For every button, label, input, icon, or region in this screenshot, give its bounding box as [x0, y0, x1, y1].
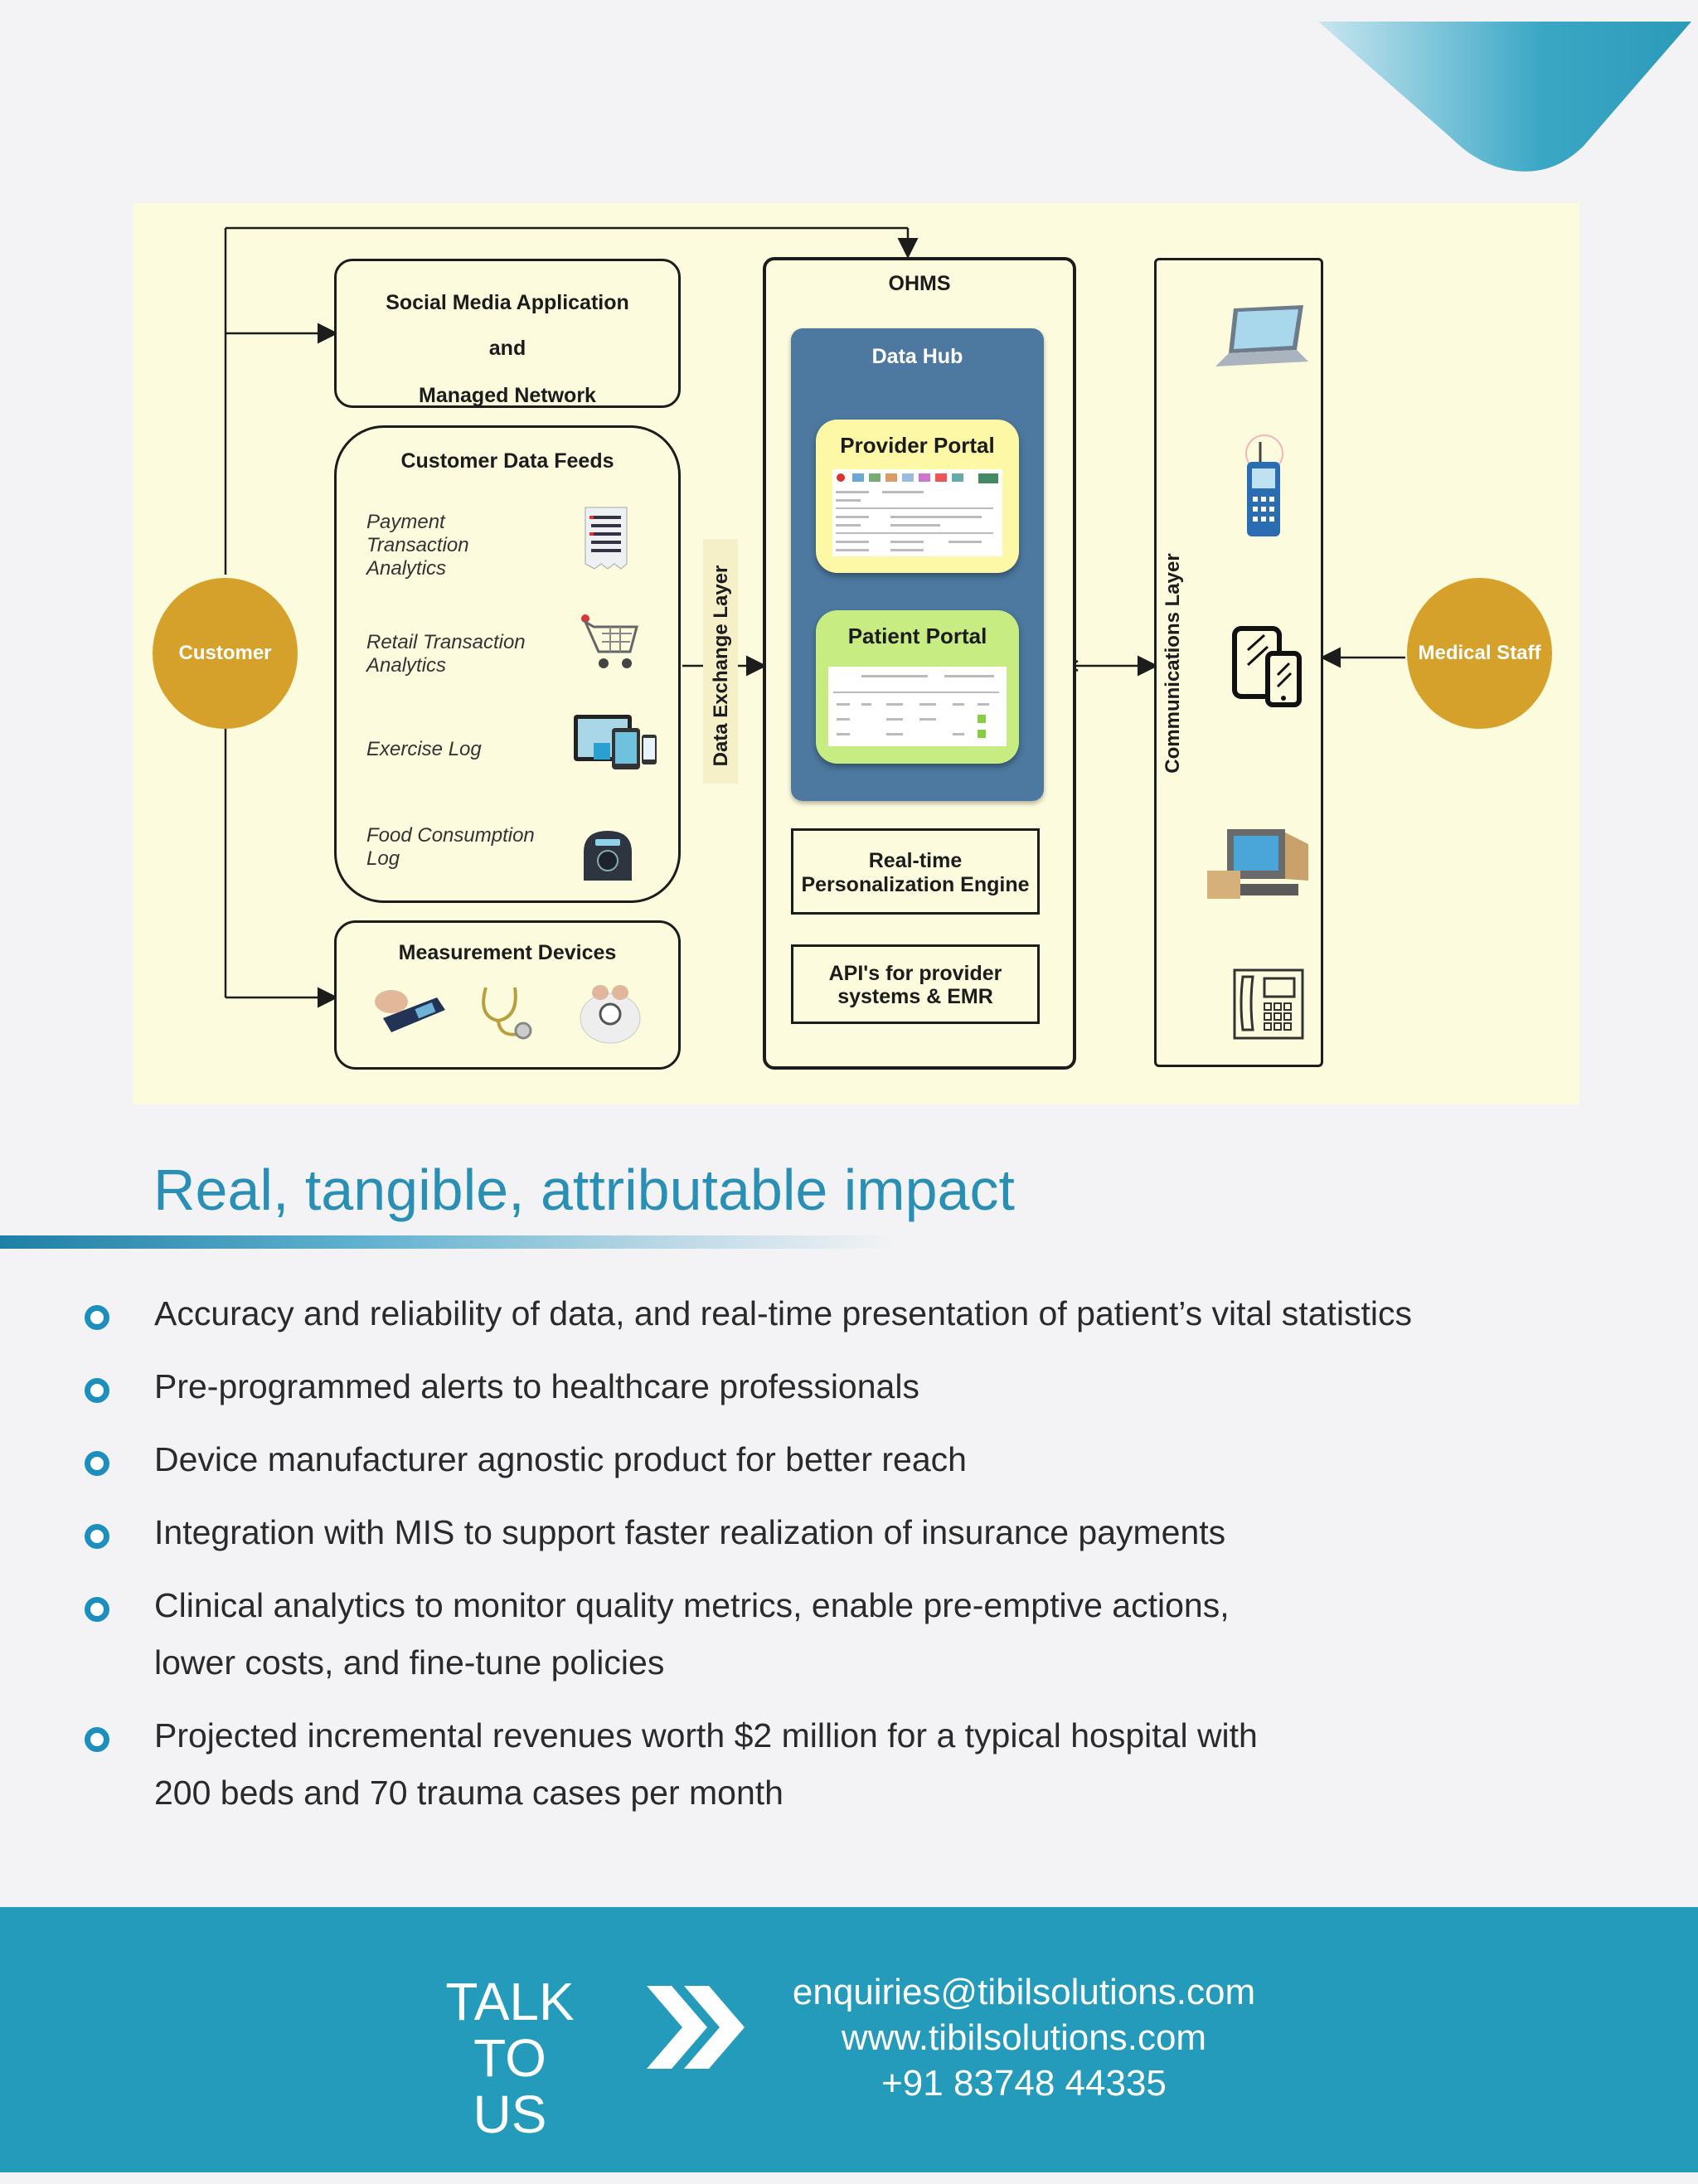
- communications-layer-box: Communications Layer: [1154, 258, 1323, 1067]
- list-item-text: Device manufacturer agnostic product for…: [154, 1440, 967, 1478]
- list-item-text: Clinical analytics to monitor quality me…: [154, 1586, 1230, 1624]
- patient-portal: Patient Portal: [816, 610, 1019, 764]
- website-link[interactable]: www.tibilsolutions.com: [841, 2017, 1207, 2058]
- feed-exercise-label: Exercise Log: [366, 738, 482, 760]
- bullet-icon: [85, 1597, 109, 1622]
- architecture-diagram: Customer Medical Staff Social Media Appl…: [133, 203, 1579, 1104]
- phone-number[interactable]: +91 83748 44335: [881, 2063, 1167, 2104]
- telephone-icon: [1233, 968, 1304, 1040]
- social-media-line-3: Managed Network: [419, 384, 596, 407]
- bullet-icon: [85, 1305, 109, 1330]
- page-heading: Real, tangible, attributable impact: [153, 1158, 1015, 1222]
- glucose-meter-icon: [375, 990, 445, 1032]
- tablet-phone-icon: [1232, 626, 1302, 707]
- footer-bar: [0, 1907, 1698, 2172]
- provider-portal-title: Provider Portal: [840, 433, 995, 458]
- bullet-icon: [85, 1378, 109, 1403]
- customer-data-feeds-title: Customer Data Feeds: [400, 449, 614, 473]
- shopping-cart-icon: [581, 614, 638, 668]
- list-item: Clinical analytics to monitor quality me…: [81, 1577, 1623, 1691]
- list-item: Pre-programmed alerts to healthcare prof…: [81, 1358, 1623, 1415]
- double-chevron-icon: [647, 1986, 745, 2069]
- talk-to-us-line-1: TALK TO: [445, 1972, 575, 2088]
- email-link[interactable]: enquiries@tibilsolutions.com: [792, 1972, 1256, 2012]
- scale-icon: [584, 831, 632, 881]
- stethoscope-icon: [482, 987, 532, 1040]
- personalization-engine-line-1: Real-time: [868, 849, 963, 872]
- apis-line-1: API's for provider: [828, 962, 1002, 985]
- talk-to-us-label: TALK TO US: [406, 1973, 614, 2143]
- corner-decoration: [1318, 22, 1691, 172]
- medical-staff-node: Medical Staff: [1407, 578, 1552, 729]
- feed-retail-label: Retail Transaction Analytics: [366, 631, 526, 677]
- list-item: Projected incremental revenues worth $2 …: [81, 1707, 1623, 1822]
- bill-icon: [585, 507, 628, 570]
- customer-node: Customer: [153, 578, 298, 729]
- bullet-icon: [85, 1524, 109, 1549]
- list-item-text: Accuracy and reliability of data, and re…: [154, 1294, 1412, 1332]
- list-item-text: Pre-programmed alerts to healthcare prof…: [154, 1367, 919, 1405]
- ohms-box: OHMS Data Hub Provider Portal Patient Po…: [763, 257, 1076, 1070]
- personalization-engine-box: Real-time Personalization Engine: [791, 828, 1040, 915]
- customer-data-feeds-box: Customer Data Feeds Payment Transaction …: [334, 425, 681, 903]
- customer-label: Customer: [178, 642, 272, 664]
- data-hub: Data Hub Provider Portal Patient Portal: [791, 328, 1044, 801]
- list-item-text: 200 beds and 70 trauma cases per month: [154, 1774, 784, 1812]
- apis-line-2: systems & EMR: [837, 985, 993, 1008]
- feed-payment-label: Payment Transaction Analytics: [366, 511, 469, 580]
- apis-box: API's for provider systems & EMR: [791, 944, 1040, 1024]
- contact-details: enquiries@tibilsolutions.com www.tibilso…: [759, 1969, 1289, 2106]
- heading-rule: [0, 1235, 895, 1249]
- bullet-icon: [85, 1451, 109, 1476]
- list-item: Accuracy and reliability of data, and re…: [81, 1285, 1623, 1342]
- laptop-icon: [1215, 305, 1308, 366]
- list-item: Integration with MIS to support faster r…: [81, 1504, 1623, 1561]
- data-exchange-layer-label: Data Exchange Layer: [710, 565, 732, 767]
- list-item-text: lower costs, and fine-tune policies: [154, 1643, 665, 1682]
- bullet-icon: [85, 1727, 109, 1752]
- data-hub-title: Data Hub: [871, 345, 963, 368]
- ohms-title: OHMS: [888, 272, 951, 295]
- social-media-box: Social Media Application and Managed Net…: [334, 259, 681, 408]
- talk-to-us-line-2: US: [473, 2085, 547, 2144]
- patient-portal-screenshot: [828, 667, 1007, 746]
- communications-layer-label: Communications Layer: [1162, 553, 1184, 774]
- list-item-text: Integration with MIS to support faster r…: [154, 1513, 1226, 1551]
- weighing-scale-icon: [580, 985, 641, 1044]
- list-item-text: Projected incremental revenues worth $2 …: [154, 1716, 1258, 1754]
- mobile-phone-icon: [1245, 434, 1283, 536]
- data-exchange-layer-bar: [703, 539, 738, 784]
- social-media-line-1: Social Media Application: [386, 291, 629, 314]
- social-media-line-2: and: [488, 337, 526, 360]
- personalization-engine-line-2: Personalization Engine: [801, 873, 1030, 896]
- impact-list: Accuracy and reliability of data, and re…: [81, 1285, 1623, 1837]
- list-item: Device manufacturer agnostic product for…: [81, 1431, 1623, 1488]
- measurement-devices-box: Measurement Devices: [334, 920, 681, 1070]
- measurement-devices-title: Measurement Devices: [398, 941, 617, 964]
- feed-food-label: Food Consumption Log: [366, 824, 535, 870]
- desktop-computer-icon: [1207, 829, 1308, 899]
- devices-icon: [574, 715, 657, 769]
- medical-staff-label: Medical Staff: [1418, 642, 1541, 664]
- provider-portal-screenshot: [832, 469, 1002, 556]
- patient-portal-title: Patient Portal: [847, 624, 987, 648]
- provider-portal: Provider Portal: [816, 420, 1019, 573]
